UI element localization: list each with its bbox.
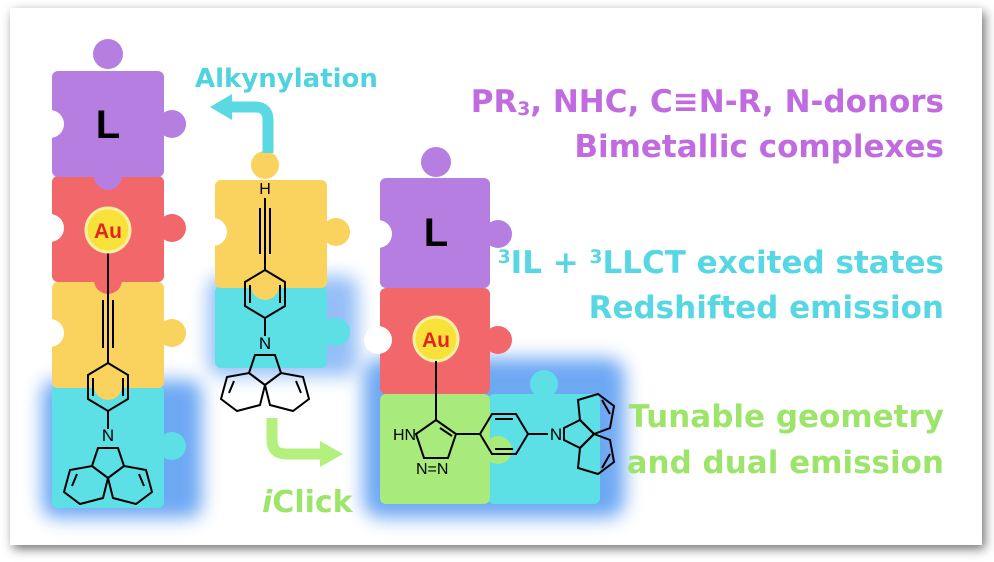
right-carbazole-structure	[563, 392, 616, 476]
right-triazole-structure	[414, 361, 480, 459]
alkynylation-arrowhead	[210, 94, 232, 120]
right-ligand-piece	[364, 147, 512, 288]
left-nitrogen-label: N	[102, 426, 114, 445]
iclick-label: iClick	[262, 488, 353, 518]
il-superscript: 3	[497, 246, 511, 268]
ligand-rest-text: , NHC, C≡N-R, N-donors	[530, 84, 944, 120]
iclick-arrowhead	[320, 441, 343, 467]
middle-phenyl-ring	[244, 268, 286, 336]
left-alkyne-piece	[36, 282, 186, 400]
llct-superscript: 3	[589, 246, 603, 268]
graphical-abstract: L N Au H	[10, 8, 982, 545]
redshifted-line: Redshifted emission	[588, 290, 944, 326]
left-carbazole-structure	[62, 447, 154, 506]
iclick-arrow	[266, 418, 322, 460]
middle-carbazole-structure	[219, 354, 311, 413]
right-ligand-label: L	[424, 211, 448, 255]
excited-states-line: 3IL + 3LLCT excited states	[498, 248, 944, 279]
left-gold-circle	[84, 206, 132, 254]
iclick-label-rest: Click	[272, 485, 353, 520]
il-text: IL +	[510, 245, 590, 281]
middle-nitrogen-label: N	[259, 334, 271, 353]
middle-alkyne-structure	[259, 198, 271, 270]
alkynylation-label: Alkynylation	[195, 64, 378, 94]
alkynylation-arrow	[230, 101, 274, 153]
left-phenyl-ring	[87, 361, 129, 429]
right-phenyl-ring	[478, 413, 548, 455]
right-nitrogen-label: N	[550, 425, 562, 444]
middle-carbazole-piece	[215, 286, 350, 368]
left-alkyne-structure	[102, 243, 114, 363]
right-triazole-nh-label: HN	[393, 427, 416, 444]
llct-text: LLCT excited states	[602, 245, 944, 281]
left-ligand-piece	[36, 39, 186, 190]
ligand-pr-text: PR	[470, 84, 518, 120]
dual-emission-line: and dual emission	[626, 445, 944, 481]
iclick-italic-i: i	[262, 485, 273, 520]
illustration: L N Au H	[36, 39, 625, 518]
right-gold-label: Au	[422, 329, 450, 352]
ligand-types-line: PR3, NHC, C≡N-R, N-donors	[471, 87, 944, 119]
left-gold-label: Au	[94, 220, 122, 243]
left-ligand-label: L	[96, 103, 120, 147]
bimetallic-line: Bimetallic complexes	[574, 129, 944, 165]
right-triazole-nn-label: N=N	[416, 461, 448, 478]
right-carbazole-piece	[488, 370, 600, 504]
middle-hydrogen-label: H	[259, 181, 271, 198]
tunable-geometry-line: Tunable geometry	[628, 399, 944, 435]
ligand-pr-subscript: 3	[517, 98, 531, 120]
